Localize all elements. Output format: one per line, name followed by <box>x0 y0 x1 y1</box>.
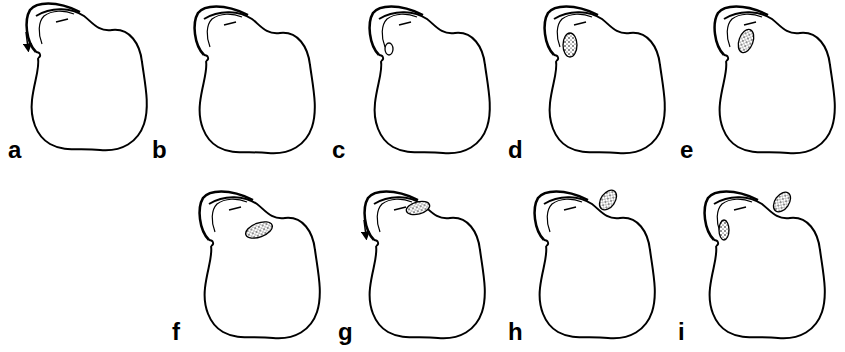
embryo-outline <box>545 7 665 154</box>
embryo-g <box>364 192 485 339</box>
embryo-outline <box>27 4 147 151</box>
figure-label: g <box>336 320 355 344</box>
stippled-cell <box>735 27 756 54</box>
embryo-outline <box>705 192 825 339</box>
embryo-outline <box>715 7 835 154</box>
figure-label: c <box>330 138 347 162</box>
stippled-cell <box>770 189 794 215</box>
embryo-c <box>370 7 490 154</box>
embryo-outline <box>200 192 320 339</box>
embryo-e <box>715 7 835 154</box>
stippled-cell <box>596 187 620 213</box>
figure-label: i <box>676 320 687 344</box>
movement-arrow <box>26 32 28 48</box>
movement-arrow <box>364 220 366 236</box>
figure-label: e <box>678 138 695 162</box>
embryo-outline <box>535 192 655 339</box>
stippled-cell <box>719 220 729 240</box>
figure-label: h <box>506 320 525 344</box>
embryo-outline <box>370 7 490 154</box>
embryo-b <box>195 7 315 154</box>
stippled-cell <box>563 33 577 57</box>
embryo-outline <box>365 192 485 339</box>
embryo-a <box>26 4 147 151</box>
figure-label: a <box>6 138 23 162</box>
embryo-h <box>535 187 655 338</box>
embryo-d <box>545 7 665 154</box>
figure-label: b <box>150 138 169 162</box>
figure-label: d <box>506 138 525 162</box>
embryo-i <box>705 189 825 338</box>
stippled-cell <box>405 199 431 217</box>
figure-label: f <box>170 320 182 344</box>
cell-outline <box>385 43 393 55</box>
stippled-cell <box>243 219 274 242</box>
embryo-outline <box>195 7 315 154</box>
embryo-f <box>200 192 320 339</box>
